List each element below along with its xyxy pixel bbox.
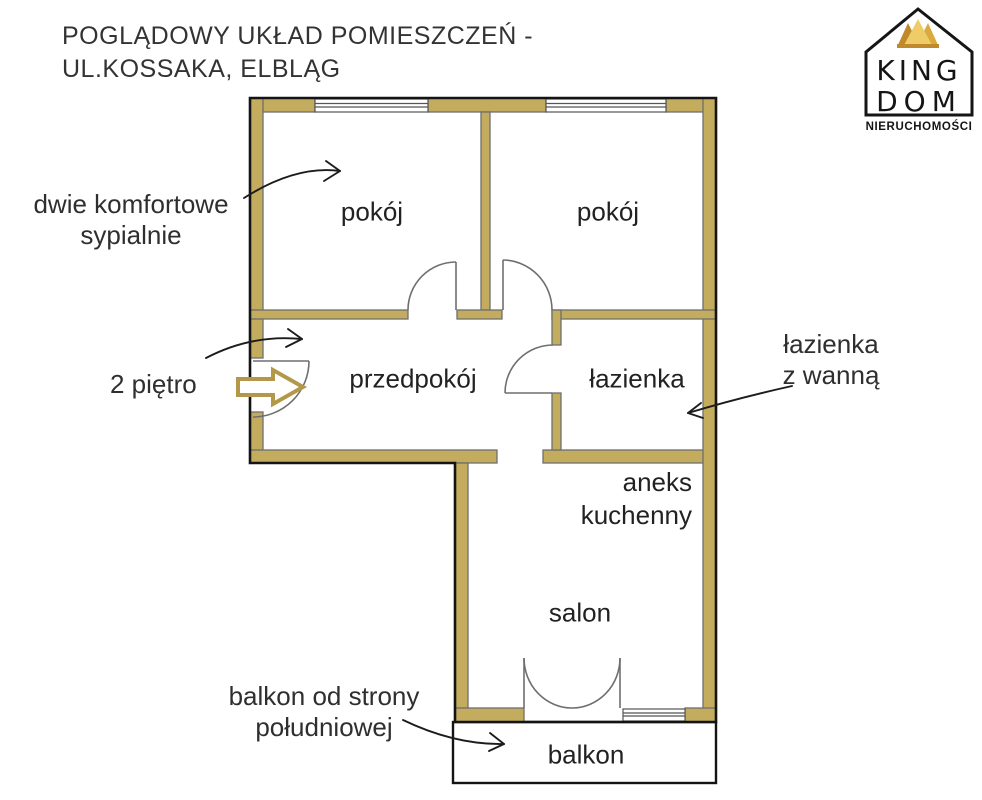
annotation-balcony-line1: balkon od strony [228, 681, 420, 711]
annotation-floor: 2 piętro [110, 369, 197, 399]
windows-group [314, 98, 686, 722]
window-bedroom-right [545, 98, 667, 113]
window-living-room [622, 708, 686, 722]
page-title: POGLĄDOWY UKŁAD POMIESZCZEŃ - UL.KOSSAKA… [62, 20, 533, 86]
entrance-arrow-icon [236, 366, 308, 408]
doors-group [252, 259, 621, 709]
annotation-bedrooms-line2: sypialnie [80, 220, 182, 250]
logo-group: KING DOM NIERUCHOMOŚCI [864, 7, 974, 133]
wall-bathroom-left-upper [551, 309, 562, 346]
wall-top-mid [427, 97, 547, 113]
page-title-line2: UL.KOSSAKA, ELBLĄG [62, 55, 341, 83]
logo-subtitle-text: NIERUCHOMOŚCI [866, 120, 973, 133]
door-balcony-double [523, 657, 621, 709]
wall-bathroom-bottom [542, 449, 717, 464]
annotation-arrows [205, 160, 793, 752]
room-label-hall: przedpokój [349, 363, 477, 394]
logo-house-icon [864, 7, 974, 117]
annotation-bathtub-line2: z wanną [782, 360, 880, 390]
door-bedroom-left [407, 261, 457, 311]
room-label-kitchenette-line2: kuchenny [580, 500, 692, 530]
arrow-bedrooms-icon [243, 160, 341, 199]
apartment-perimeter [248, 96, 718, 724]
wall-bedroomL-bottom [249, 309, 409, 320]
door-bathroom [504, 344, 554, 394]
room-label-balcony: balkon [547, 739, 625, 770]
arrow-balcony-icon [402, 719, 505, 752]
wall-living-bottom-right [684, 707, 717, 723]
annotation-bedrooms: dwie komfortowe sypialnie [33, 189, 228, 251]
annotation-balcony: balkon od strony południowej [229, 681, 420, 743]
annotation-bedrooms-line1: dwie komfortowe [33, 189, 229, 219]
annotation-balcony-line2: południowej [255, 712, 393, 742]
page-title-line1: POGLĄDOWY UKŁAD POMIESZCZEŃ - [62, 22, 534, 50]
room-label-living-room: salon [548, 597, 612, 628]
wall-living-bottom-left [454, 707, 525, 723]
wall-hall-bottom [249, 449, 498, 464]
room-label-bedroom-right: pokój [576, 196, 640, 227]
arrow-floor-icon [205, 328, 303, 359]
logo-dom-text: DOM [876, 85, 962, 118]
logo-crown-icon [897, 19, 939, 48]
room-label-kitchenette: aneks kuchenny [581, 466, 692, 532]
door-entrance [252, 360, 310, 418]
room-label-bedroom-left: pokój [340, 196, 404, 227]
wall-right [702, 97, 717, 723]
walls-group [249, 97, 717, 723]
room-label-bathroom: łazienka [589, 363, 685, 394]
wall-bathroom-left-lower [551, 392, 562, 451]
balcony-outline [451, 720, 718, 785]
wall-bedroom-divider [480, 111, 491, 311]
logo-king-text: KING [876, 54, 961, 87]
arrow-bathroom-icon [687, 385, 793, 419]
window-bedroom-left [314, 98, 429, 113]
wall-bathroom-top [551, 309, 717, 320]
room-label-kitchenette-line1: aneks [622, 467, 692, 497]
annotation-bathtub-line1: łazienka [783, 329, 879, 359]
door-bedroom-right [502, 259, 553, 311]
wall-living-left [454, 462, 469, 723]
wall-door-pier [456, 309, 503, 320]
annotation-bathtub: łazienka z wanną [783, 329, 880, 391]
